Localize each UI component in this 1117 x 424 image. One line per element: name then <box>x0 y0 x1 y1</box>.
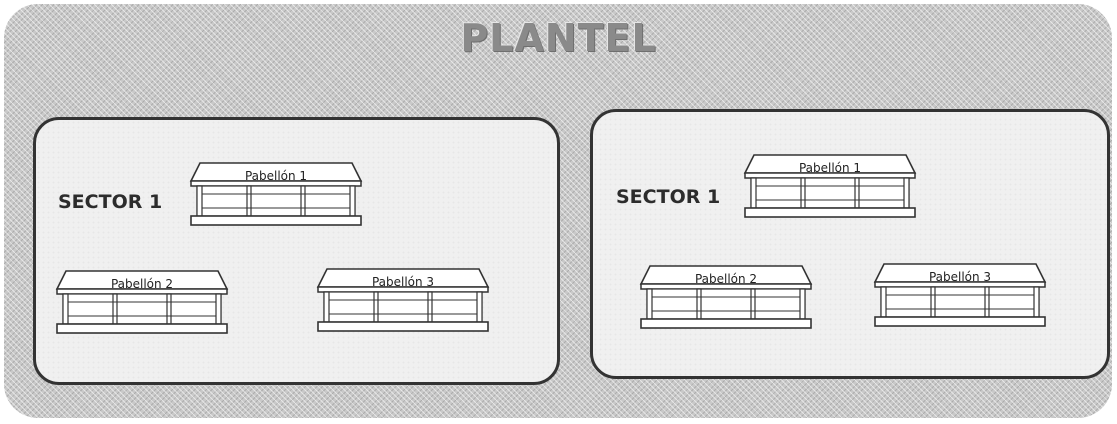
pavilion-icon <box>873 263 1047 327</box>
sector-right <box>590 109 1110 379</box>
sector-left-pavilion-2: Pabellón 2 <box>55 270 229 335</box>
sector-right-pavilion-2: Pabellón 2 <box>639 265 813 330</box>
sector-left-label: SECTOR 1 <box>58 191 163 213</box>
sector-right-label: SECTOR 1 <box>616 186 721 208</box>
pavilion-icon <box>189 162 363 226</box>
pavilion-icon <box>316 268 490 332</box>
pavilion-label: Pabellón 3 <box>371 275 435 289</box>
pavilion-icon <box>639 265 813 329</box>
pavilion-label: Pabellón 2 <box>694 272 758 286</box>
pavilion-label: Pabellón 2 <box>110 277 174 291</box>
sector-right-pavilion-1: Pabellón 1 <box>743 154 917 219</box>
sector-left <box>33 117 560 385</box>
diagram-title: PLANTEL <box>460 16 657 60</box>
pavilion-icon <box>743 154 917 218</box>
sector-right-pavilion-3: Pabellón 3 <box>873 263 1047 328</box>
pavilion-icon <box>55 270 229 334</box>
pavilion-label: Pabellón 3 <box>928 270 992 284</box>
sector-left-pavilion-3: Pabellón 3 <box>316 268 490 333</box>
sector-left-pavilion-1: Pabellón 1 <box>189 162 363 227</box>
pavilion-label: Pabellón 1 <box>244 169 308 183</box>
pavilion-label: Pabellón 1 <box>798 161 862 175</box>
